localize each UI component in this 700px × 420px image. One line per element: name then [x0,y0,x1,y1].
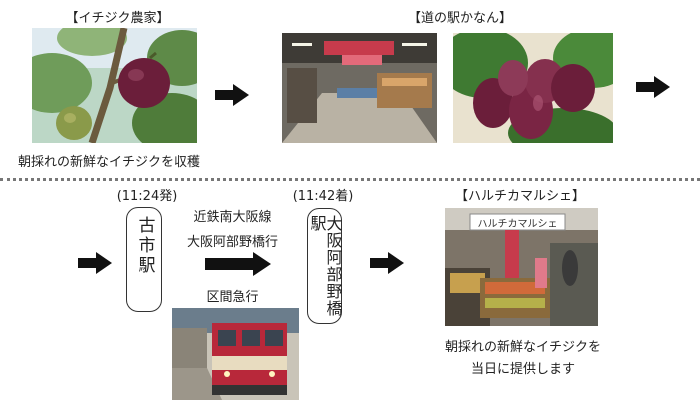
arrival-time: (11:42着) [292,189,354,204]
market-caption-line1: 朝採れの新鮮なイチジクを [444,340,601,355]
market-heading: 【ハルチカマルシェ】 [454,189,585,204]
figs-on-leaves-photo [453,33,613,143]
farm-heading: 【イチジク農家】 [65,11,170,26]
train-type: 区間急行 [206,290,259,305]
roadside-station-heading: 【道の駅かなん】 [407,11,512,26]
arrow-right-icon [636,76,670,98]
arrow-right-icon [215,84,249,106]
farm-caption: 朝採れの新鮮なイチジクを収穫 [18,155,201,170]
section-divider [0,178,700,181]
train-line: 近鉄南大阪線 [193,210,272,225]
long-arrow-right-icon [205,252,271,276]
arrival-station-box: 大阪阿部野橋駅 [307,208,343,324]
arrow-right-icon [78,252,112,274]
roadside-station-interior-photo [282,33,437,143]
departure-station-name: 古市駅 [134,216,155,276]
train-photo [172,308,299,400]
market-photo: ハルチカマルシェ [445,208,598,326]
arrow-right-icon [370,252,404,274]
market-caption-line2: 当日に提供します [470,362,575,377]
arrival-station-name: 大阪阿部野橋駅 [307,215,343,317]
fig-farm-photo [32,28,197,143]
departure-station-box: 古市駅 [126,207,162,312]
market-sign: ハルチカマルシェ [477,219,558,230]
train-destination: 大阪阿部野橋行 [186,235,278,250]
departure-time: (11:24発) [116,189,178,204]
